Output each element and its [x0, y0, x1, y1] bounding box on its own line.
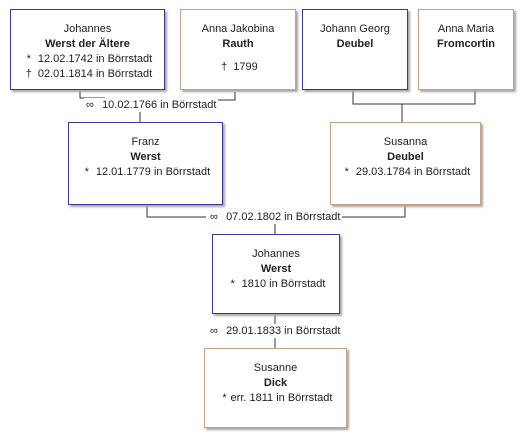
given-name: Johann Georg [320, 23, 390, 35]
marriage-icon: ∞ [210, 325, 218, 337]
death-symbol: † [25, 68, 32, 80]
given-name: Franz [131, 136, 160, 148]
surname: Dick [263, 377, 288, 389]
person-p5[interactable]: Franz Werst * 12.01.1779 in Börrstadt [68, 122, 223, 205]
death-text: 1799 [233, 61, 258, 73]
death-event: † 1799 [181, 60, 295, 75]
person-p7[interactable]: Johannes Werst * 1810 in Börrstadt [212, 234, 340, 314]
birth-event: * 1810 in Börrstadt [213, 277, 339, 292]
person-p4[interactable]: Anna Maria Fromcortin [418, 9, 514, 90]
birth-event: * 12.01.1779 in Börrstadt [69, 165, 222, 180]
connector-p6-m2 [340, 205, 406, 218]
birth-symbol: * [230, 278, 235, 290]
marriage-icon: ∞ [210, 211, 218, 223]
connector-p1-m1 [79, 90, 105, 99]
birth-symbol: * [344, 166, 349, 178]
birth-symbol: * [26, 53, 31, 65]
person-p2[interactable]: Anna Jakobina Rauth † 1799 [180, 9, 296, 90]
birth-event: * 12.02.1742 in Börrstadt [11, 52, 164, 67]
death-symbol: † [221, 61, 228, 73]
person-p6[interactable]: Susanna Deubel * 29.03.1784 in Börrstadt [330, 122, 481, 205]
surname: Werst der Ältere [45, 38, 130, 50]
given-name: Susanna [383, 136, 428, 148]
person-p8[interactable]: Susanne Dick *err. 1811 in Börrstadt [204, 348, 347, 428]
surname: Deubel [336, 38, 374, 50]
birth-text: 12.01.1779 in Börrstadt [95, 166, 211, 178]
birth-text: 29.03.1784 in Börrstadt [355, 166, 471, 178]
birth-symbol: * [84, 166, 89, 178]
given-name: Johannes [63, 23, 112, 35]
person-p1[interactable]: Johannes Werst der Ältere * 12.02.1742 i… [10, 9, 165, 90]
connector-p5-m2 [146, 205, 206, 218]
surname: Werst [130, 151, 161, 163]
given-name: Anna Maria [437, 23, 495, 35]
marriage-m3: ∞ 29.01.1833 in Börrstadt [208, 324, 343, 338]
given-name: Susanne [253, 362, 298, 374]
marriage-m1: ∞ 10.02.1766 in Börrstadt [84, 98, 219, 112]
surname: Fromcortin [436, 38, 496, 50]
surname: Rauth [222, 38, 254, 50]
connector-p3-p4 [352, 90, 476, 105]
person-p3[interactable]: Johann Georg Deubel [302, 9, 408, 90]
surname: Werst [260, 263, 292, 275]
birth-text: err. 1811 in Börrstadt [230, 392, 333, 404]
marriage-m2: ∞ 07.02.1802 in Börrstadt [208, 210, 343, 224]
given-name: Johannes [252, 248, 300, 260]
birth-text: 1810 in Börrstadt [241, 278, 326, 290]
given-name: Anna Jakobina [201, 23, 275, 35]
death-event: † 02.01.1814 in Börrstadt [11, 67, 164, 82]
marriage-icon: ∞ [86, 99, 94, 111]
marriage-text: 10.02.1766 in Börrstadt [102, 99, 217, 111]
birth-event: *err. 1811 in Börrstadt [205, 391, 346, 406]
death-text: 02.01.1814 in Börrstadt [37, 68, 153, 80]
birth-text: 12.02.1742 in Börrstadt [37, 53, 153, 65]
birth-event: * 29.03.1784 in Börrstadt [331, 165, 480, 180]
surname: Deubel [387, 151, 424, 163]
birth-symbol: * [222, 392, 227, 404]
marriage-text: 07.02.1802 in Börrstadt [226, 211, 341, 223]
marriage-text: 29.01.1833 in Börrstadt [226, 325, 341, 337]
